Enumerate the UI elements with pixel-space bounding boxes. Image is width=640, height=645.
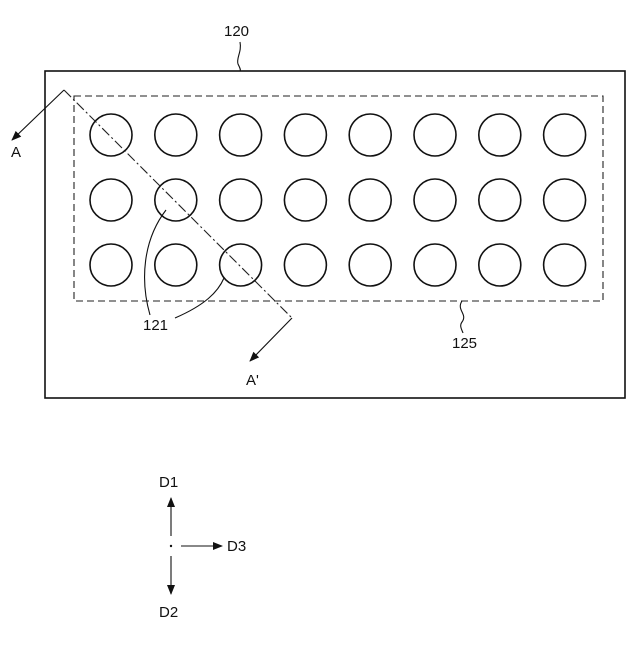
hole-circle [284, 114, 326, 156]
hole-circle [544, 179, 586, 221]
hole-circle [414, 244, 456, 286]
hole-circle [479, 179, 521, 221]
section-arrow-a [12, 90, 64, 140]
hole-circle [479, 244, 521, 286]
leader-121-b [175, 278, 224, 318]
hole-circle [414, 114, 456, 156]
hole-circle [349, 114, 391, 156]
dir-label-d3: D3 [227, 538, 246, 555]
hole-circle [479, 114, 521, 156]
hole-circle [90, 244, 132, 286]
hole-circle [349, 179, 391, 221]
substrate-outline [45, 71, 625, 398]
section-arrow-a-prime [250, 318, 292, 361]
section-label-a-prime: A' [246, 372, 259, 389]
hole-circle [155, 244, 197, 286]
hole-circle [544, 244, 586, 286]
hole-circle [414, 179, 456, 221]
hole-circle [349, 244, 391, 286]
origin-dot [170, 545, 172, 547]
ref-label-120: 120 [224, 23, 249, 40]
hole-circle [544, 114, 586, 156]
dir-label-d2: D2 [159, 604, 178, 621]
hole-circle [220, 179, 262, 221]
ref-label-125: 125 [452, 335, 477, 352]
hole-circle [220, 244, 262, 286]
hole-circle [220, 114, 262, 156]
direction-legend [170, 498, 222, 594]
section-label-a: A [11, 144, 21, 161]
dir-label-d1: D1 [159, 474, 178, 491]
leader-120 [238, 42, 241, 71]
hole-circle [90, 114, 132, 156]
leader-125 [460, 301, 463, 333]
hole-circle [155, 179, 197, 221]
ref-label-121: 121 [143, 317, 168, 334]
hole-circle [90, 179, 132, 221]
hole-circle [284, 244, 326, 286]
hole-circle [155, 114, 197, 156]
hole-circle [284, 179, 326, 221]
hole-array [90, 114, 586, 286]
region-boundary [74, 96, 603, 301]
